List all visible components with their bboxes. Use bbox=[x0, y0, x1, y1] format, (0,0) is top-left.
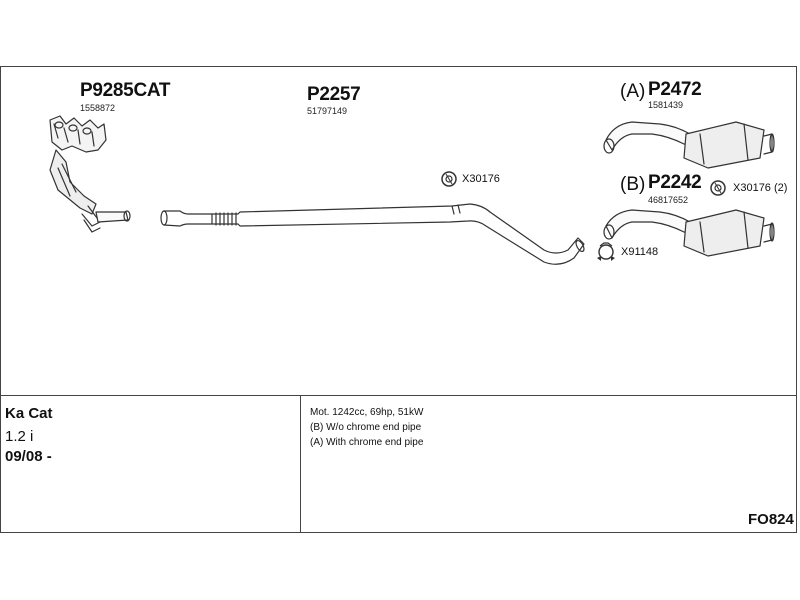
rear-b-part-number: P2242 bbox=[648, 172, 702, 193]
vehicle-model: Ka Cat bbox=[5, 405, 53, 422]
accessory-clamp-middle-code: X30176 bbox=[462, 173, 500, 185]
accessory-clamp-rear-code: X30176 (2) bbox=[733, 182, 788, 194]
divider-horizontal bbox=[0, 395, 797, 396]
note-line: (A) With chrome end pipe bbox=[310, 437, 424, 448]
accessory-clamp-b-code: X91148 bbox=[621, 246, 659, 258]
note-line: (B) W/o chrome end pipe bbox=[310, 422, 422, 433]
middle-pipe-oem-number: 51797149 bbox=[307, 106, 348, 116]
rear-silencer-a-drawing bbox=[603, 121, 775, 169]
rear-b-variant: (B) bbox=[620, 174, 646, 195]
middle-pipe-drawing bbox=[160, 203, 585, 265]
rear-a-part-number: P2472 bbox=[648, 79, 702, 100]
rear-a-variant: (A) bbox=[620, 81, 646, 102]
rubber-ring-icon bbox=[441, 171, 457, 187]
diagram-code: FO824 bbox=[748, 511, 794, 528]
rear-a-oem-number: 1581439 bbox=[648, 100, 684, 110]
catalyst-drawing bbox=[49, 115, 131, 233]
rear-silencer-b-drawing bbox=[603, 209, 775, 257]
middle-pipe-part-number: P2257 bbox=[307, 84, 361, 105]
catalyst-part-number: P9285CAT bbox=[80, 80, 171, 101]
rubber-ring-icon bbox=[710, 180, 726, 196]
pipe-clamp-icon bbox=[597, 242, 615, 261]
diagram-frame bbox=[0, 66, 797, 533]
vehicle-engine: 1.2 i bbox=[5, 428, 34, 445]
catalyst-oem-number: 1558872 bbox=[80, 103, 116, 113]
note-line: Mot. 1242cc, 69hp, 51kW bbox=[310, 407, 424, 418]
rear-b-oem-number: 46817652 bbox=[648, 195, 689, 205]
notes-list: Mot. 1242cc, 69hp, 51kW (B) W/o chrome e… bbox=[310, 405, 423, 450]
vehicle-year: 09/08 - bbox=[5, 448, 52, 465]
divider-vertical bbox=[300, 395, 301, 533]
